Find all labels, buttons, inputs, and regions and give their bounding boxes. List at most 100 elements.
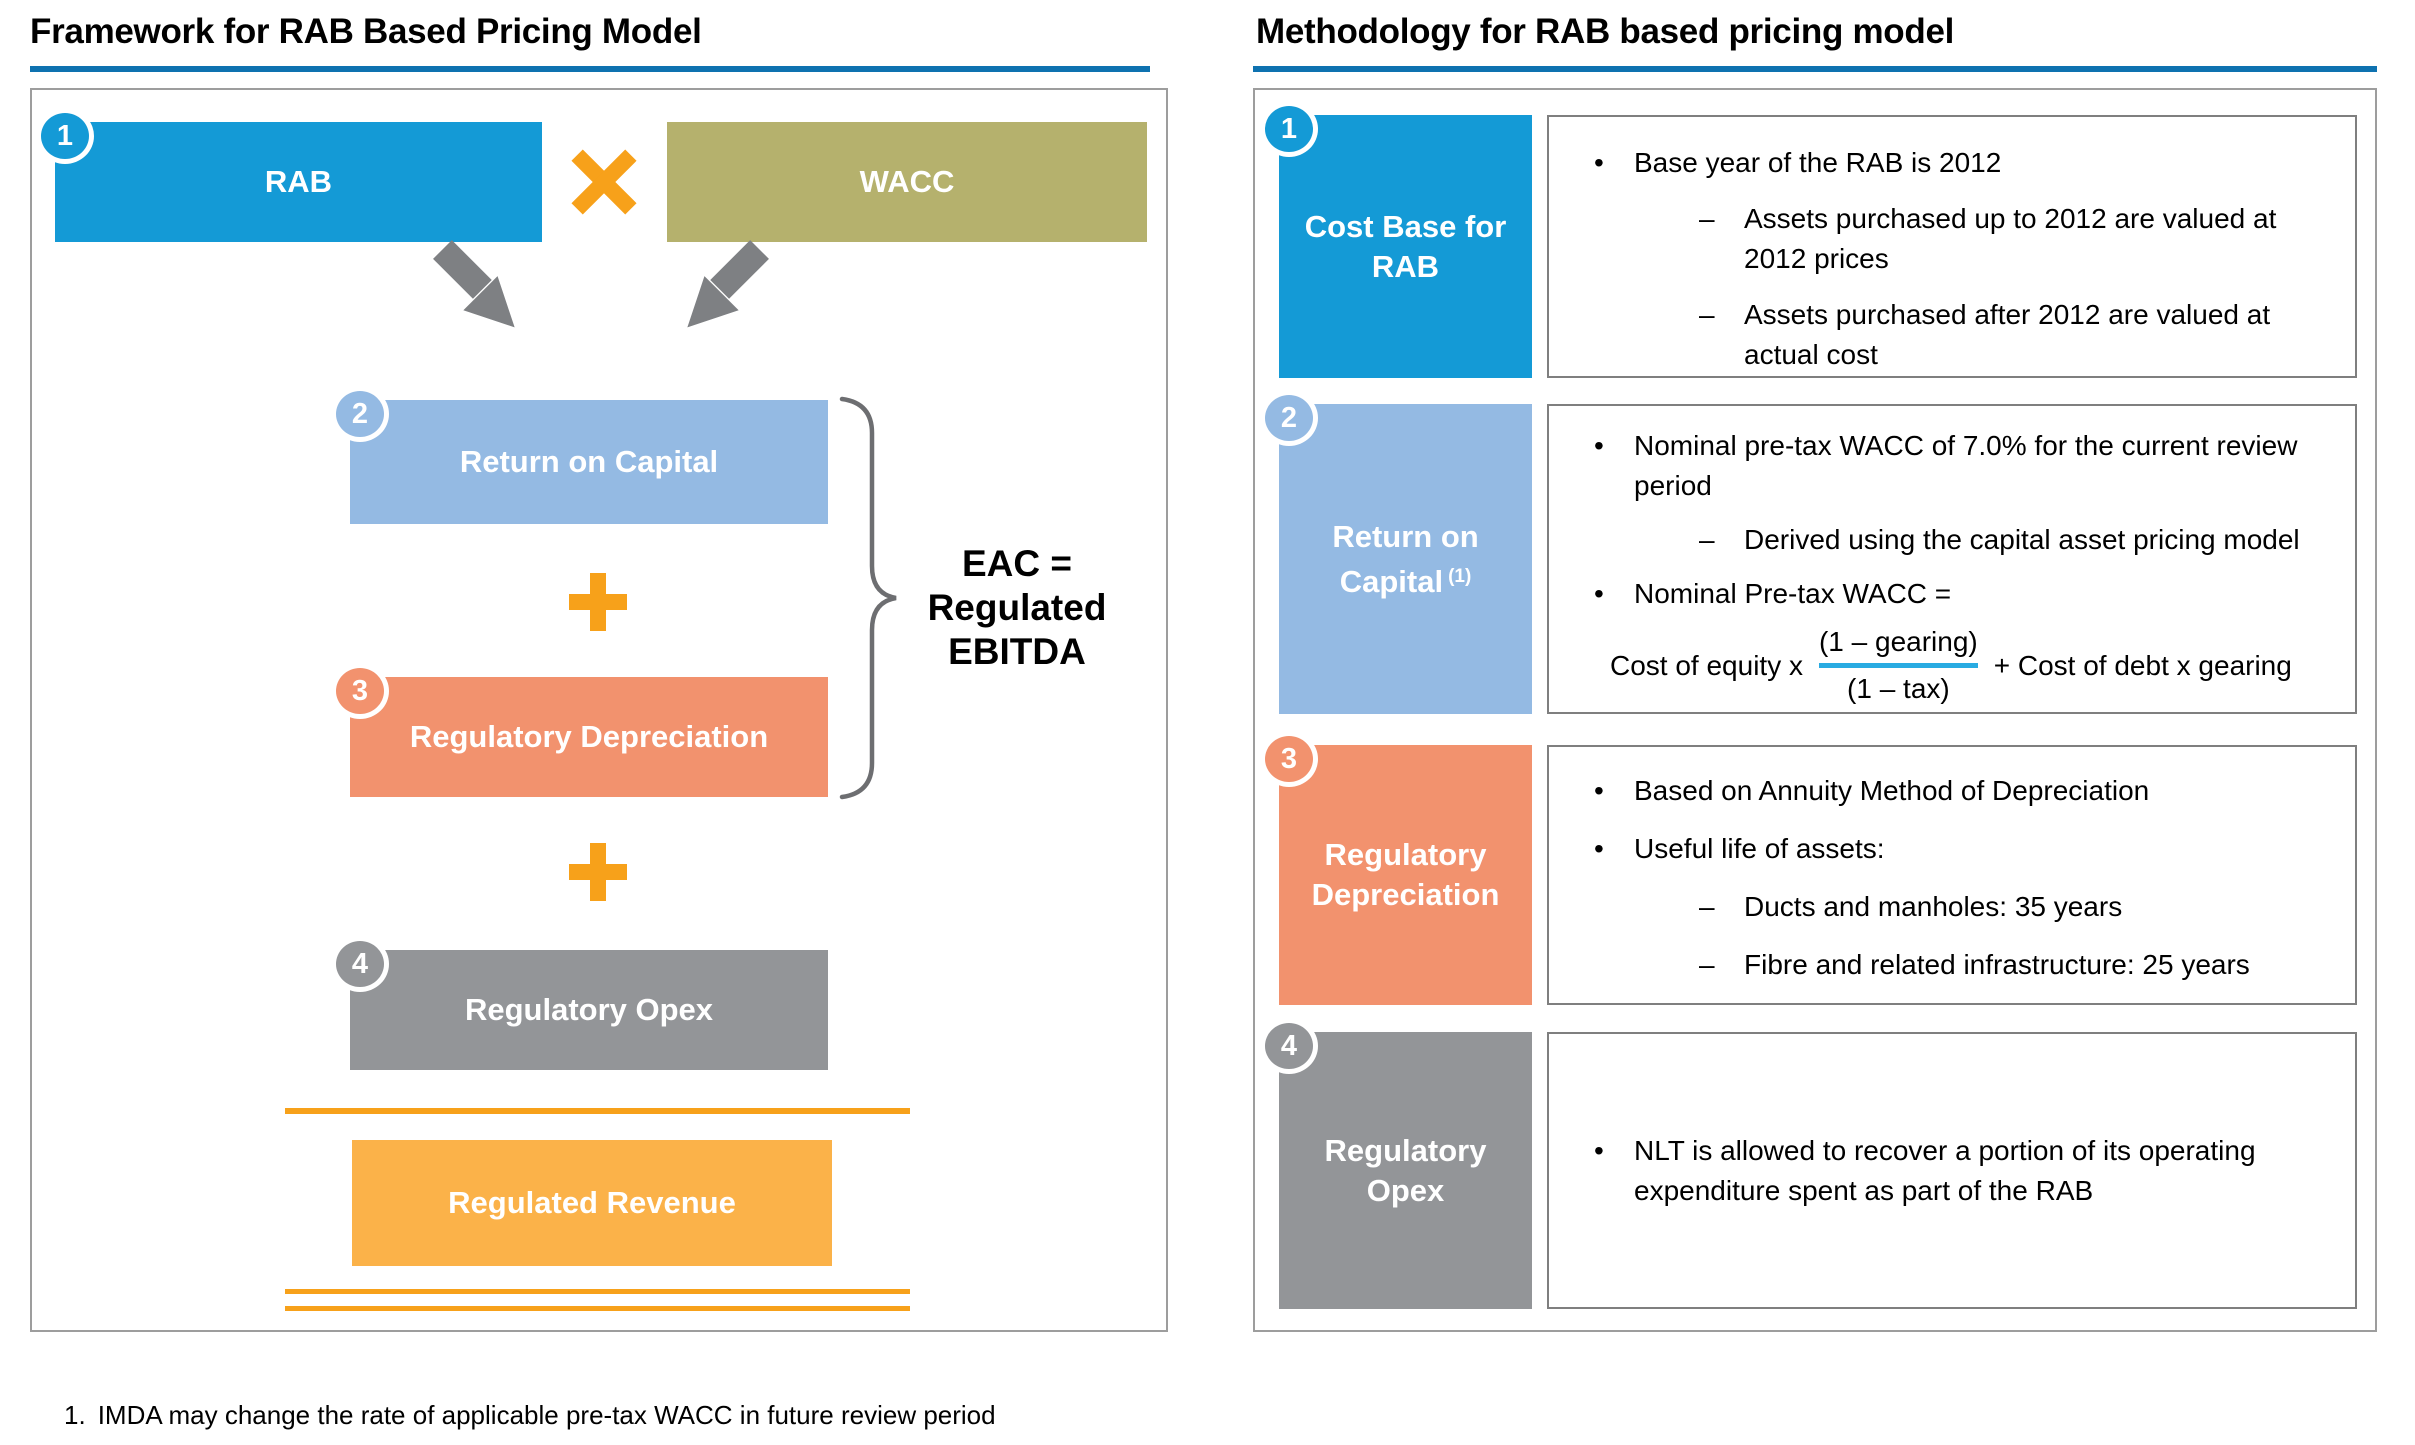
return-on-capital-label-box: Return on Capital(1) [1279,404,1532,714]
footnote-number: 1. [64,1400,86,1430]
brace-icon [839,396,897,800]
step4-number: 4 [351,947,369,980]
eac-line2: Regulated [927,587,1107,628]
fraction-numerator: (1 – gearing) [1818,626,1978,657]
regulatory-opex-text-box: • NLT is allowed to recover a portion of… [1547,1032,2357,1309]
list-item-text: NLT is allowed to recover a portion of i… [1634,1134,2256,1206]
rab-box: RAB [55,122,542,242]
list-item-text: Assets purchased after 2012 are valued a… [1744,299,2271,370]
wacc-box-label: WACC [859,164,955,199]
row1-number-badge: 1 [1260,101,1318,157]
arrow-down-left-icon [687,240,769,328]
list-item-text: Ducts and manholes: 35 years [1744,891,2123,922]
row4-number-badge: 4 [1260,1018,1318,1074]
bullet-marker: • [1594,1134,1604,1166]
step2-number-badge: 2 [331,386,389,442]
rab-box-label: RAB [264,164,333,199]
step3-number: 3 [351,674,369,707]
list-item-text: Nominal Pre-tax WACC = [1634,578,1952,609]
list-item: – Derived using the capital asset pricin… [1699,520,2329,560]
cost-base-label-box: Cost Base for RAB [1279,115,1532,378]
regulatory-opex-row-label: Regulatory Opex [1324,1132,1487,1208]
right-section-title: Methodology for RAB based pricing model [1256,12,1955,51]
left-title-rule [30,66,1150,72]
list-item-text: Based on Annuity Method of Depreciation [1634,775,2150,806]
regulatory-opex-label-box: Regulatory Opex [1279,1032,1532,1309]
footnote-text: IMDA may change the rate of applicable p… [97,1400,996,1430]
fraction-denominator: (1 – tax) [1847,673,1950,704]
row2-number: 2 [1280,401,1298,434]
list-item-text: Base year of the RAB is 2012 [1634,147,2002,178]
wacc-box: WACC [667,122,1147,242]
list-item: • Based on Annuity Method of Depreciatio… [1594,771,2329,811]
regulatory-depreciation-box: Regulatory Depreciation [350,677,828,797]
dash-marker: – [1699,299,1715,330]
regulated-revenue-label: Regulated Revenue [448,1185,736,1220]
bullet-marker: • [1594,147,1604,178]
plus-icon [569,843,627,901]
row3-number: 3 [1280,742,1298,775]
regulated-revenue-box: Regulated Revenue [352,1140,832,1266]
formula-prefix: Cost of equity x [1610,649,1803,681]
dash-marker: – [1699,891,1715,922]
arrow-down-right-icon [433,240,515,328]
list-item-text: Useful life of assets: [1634,833,1885,864]
dash-marker: – [1699,524,1715,555]
list-item: • Base year of the RAB is 2012 [1594,143,2329,183]
multiply-icon [573,151,635,213]
return-on-capital-box: Return on Capital [350,400,828,524]
eac-line1: EAC = [961,543,1072,584]
bullet-marker: • [1594,430,1604,461]
regulatory-opex-label: Regulatory Opex [464,992,714,1027]
right-title-rule [1253,66,2377,72]
list-item-text: Assets purchased up to 2012 are valued a… [1744,203,2277,274]
return-on-capital-row-label: Return on Capital(1) [1289,517,1522,602]
eac-line3: EBITDA [948,631,1086,672]
row1-number: 1 [1280,112,1298,145]
bullet-marker: • [1594,833,1604,864]
cost-base-text-box: • Base year of the RAB is 2012 – Assets … [1547,115,2357,378]
methodology-panel: Cost Base for RAB 1 • Base year of the R… [1253,88,2377,1332]
regulatory-depreciation-label-box: Regulatory Depreciation [1279,745,1532,1005]
row2-number-badge: 2 [1260,390,1318,446]
list-item: • Nominal pre-tax WACC of 7.0% for the c… [1594,426,2329,506]
list-item-text: Fibre and related infrastructure: 25 yea… [1744,949,2250,980]
dash-marker: – [1699,203,1715,234]
bullet-marker: • [1594,775,1604,806]
return-on-capital-row-label-text: Return on Capital [1332,518,1479,599]
regulatory-depreciation-row-label: Regulatory Depreciation [1311,837,1500,912]
left-section-title: Framework for RAB Based Pricing Model [30,12,702,51]
step4-number-badge: 4 [331,936,389,992]
list-item: – Assets purchased after 2012 are valued… [1699,295,2329,375]
list-item: – Ducts and manholes: 35 years [1699,887,2329,927]
equals-rule-top [285,1108,910,1114]
regulatory-depreciation-label: Regulatory Depreciation [409,719,769,754]
double-rule-line2 [285,1306,910,1311]
fraction-bar [1818,663,1978,668]
framework-diagram-panel: RAB 1 WACC Return on Capital 2 [30,88,1168,1332]
step1-number: 1 [56,119,74,152]
footnote-ref: (1) [1448,565,1472,587]
list-item: • NLT is allowed to recover a portion of… [1594,1131,2329,1211]
row4-number: 4 [1280,1029,1298,1062]
list-item: • Useful life of assets: [1594,829,2329,869]
cost-base-label: Cost Base for RAB [1304,208,1507,284]
list-item-text: Derived using the capital asset pricing … [1744,524,2300,555]
list-item: • Nominal Pre-tax WACC = [1594,574,2329,614]
list-item: – Fibre and related infrastructure: 25 y… [1699,945,2329,985]
plus-icon [569,573,627,631]
footnote: 1. IMDA may change the rate of applicable… [64,1400,996,1431]
eac-label: EAC = Regulated EBITDA [877,542,1157,674]
list-item: – Assets purchased up to 2012 are valued… [1699,199,2329,279]
regulatory-depreciation-text-box: • Based on Annuity Method of Depreciatio… [1547,745,2357,1005]
formula-fraction: (1 – gearing) (1 – tax) [1818,624,1978,707]
step2-number: 2 [351,397,369,430]
return-on-capital-label: Return on Capital [459,444,719,479]
step1-number-badge: 1 [36,108,94,164]
return-on-capital-text-box: • Nominal pre-tax WACC of 7.0% for the c… [1547,404,2357,714]
dash-marker: – [1699,949,1715,980]
wacc-formula: Cost of equity x (1 – gearing) (1 – tax)… [1610,624,2329,707]
list-item-text: Nominal pre-tax WACC of 7.0% for the cur… [1634,430,2298,501]
step3-number-badge: 3 [331,663,389,719]
